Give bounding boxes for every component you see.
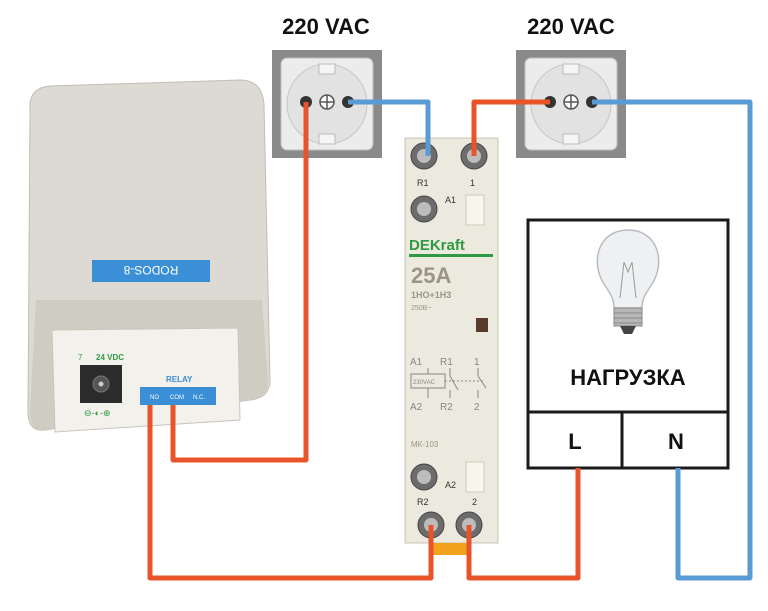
- wire-terminal1-to-socket: [471, 99, 550, 156]
- svg-text:R1: R1: [440, 357, 453, 368]
- svg-text:7: 7: [78, 353, 83, 362]
- controller-front-panel: [51, 327, 241, 433]
- controller-label-bar: [92, 260, 210, 282]
- light-bulb-icon: [596, 229, 660, 334]
- contactor: R1 1 A1 DEKraft 25A 1HO+1H3 250B~ A1 R1 …: [404, 137, 499, 555]
- wires: [147, 99, 753, 581]
- svg-text:R1: R1: [417, 178, 429, 188]
- svg-text:2: 2: [472, 497, 477, 507]
- din-rail-clip: [430, 543, 470, 555]
- socket-right-voltage-label: 220 VAC: [527, 14, 615, 39]
- relay-label: RELAY: [166, 375, 193, 384]
- svg-text:R2: R2: [440, 402, 453, 413]
- svg-text:1: 1: [470, 178, 475, 188]
- contactor-config: 1HO+1H3: [411, 290, 451, 300]
- svg-text:A1: A1: [410, 357, 423, 368]
- contactor-schematic: A1 R1 1 230VAC A2 R2 2: [410, 357, 487, 413]
- contactor-model: МК-103: [411, 440, 439, 449]
- controller-brand-label: RODOS-8: [123, 263, 178, 277]
- svg-text:R2: R2: [417, 497, 429, 507]
- svg-text:A2: A2: [445, 480, 456, 490]
- contactor-brand: DEKraft: [409, 237, 465, 254]
- wire-relay-to-r2: [147, 405, 434, 581]
- relay-terminal-block: [140, 387, 216, 405]
- contactor-indicator: [476, 318, 488, 332]
- socket-left: 220 VAC: [272, 14, 382, 158]
- load-box: НАГРУЗКА L N: [526, 218, 730, 470]
- contactor-voltage: 250B~: [411, 305, 431, 312]
- wire-neutral-socket-to-r1: [348, 99, 431, 156]
- controller-device: RODOS-8 7 24 VDC ⊖-◐-⊕ RELAY NO COM N.C.: [27, 79, 271, 433]
- svg-text:A1: A1: [445, 195, 456, 205]
- socket-left-voltage-label: 220 VAC: [282, 14, 370, 39]
- svg-text:NO: NO: [150, 395, 159, 401]
- load-title: НАГРУЗКА: [570, 365, 686, 390]
- controller-power-label: 24 VDC: [96, 353, 124, 362]
- svg-text:N.C.: N.C.: [193, 395, 205, 401]
- svg-text:A2: A2: [410, 402, 423, 413]
- load-l-terminal: L: [568, 429, 581, 454]
- socket-right: 220 VAC: [516, 14, 626, 158]
- svg-text:230VAC: 230VAC: [413, 380, 436, 386]
- svg-text:2: 2: [474, 402, 480, 413]
- polarity-icon: ⊖-◐-⊕: [84, 408, 111, 418]
- svg-text:COM: COM: [170, 395, 184, 401]
- contactor-rating: 25A: [411, 263, 451, 288]
- wire-neutral-socket-to-load-n: [592, 99, 753, 581]
- wire-terminal2-to-load-l: [466, 468, 581, 581]
- wire-phase-socket-to-relay: [170, 102, 309, 463]
- svg-text:1: 1: [474, 357, 480, 368]
- load-n-terminal: N: [668, 429, 684, 454]
